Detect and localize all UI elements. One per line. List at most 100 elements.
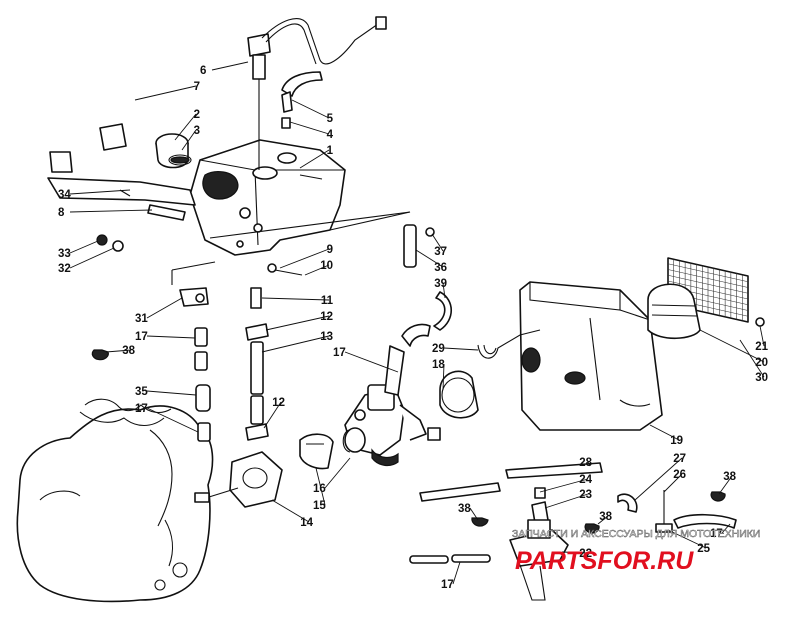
watermark-brand: PARTSFOR.RU bbox=[515, 547, 694, 575]
leader-line bbox=[443, 347, 479, 351]
leader-line bbox=[146, 407, 199, 433]
leader-line bbox=[146, 297, 183, 319]
callout-label: 26 bbox=[673, 469, 686, 481]
leader-line bbox=[415, 249, 444, 268]
leader-line bbox=[469, 507, 479, 521]
leader-line bbox=[442, 363, 445, 391]
callout-label: 20 bbox=[755, 357, 768, 369]
callout-label: 32 bbox=[58, 263, 71, 275]
leader-line bbox=[663, 473, 683, 493]
callout-label: 38 bbox=[122, 345, 135, 357]
leader-line bbox=[649, 424, 680, 441]
callout-label: 15 bbox=[313, 500, 326, 512]
level-sensor bbox=[247, 16, 387, 170]
leader-line bbox=[263, 401, 282, 429]
leader-line bbox=[304, 264, 330, 276]
leader-line bbox=[69, 247, 115, 269]
leader-lines bbox=[69, 61, 765, 585]
mesh-line bbox=[667, 280, 749, 300]
leader-line bbox=[442, 282, 446, 299]
callout-label: 17 bbox=[135, 331, 148, 343]
callout-label: 14 bbox=[300, 517, 313, 529]
callout-label: 17 bbox=[441, 579, 454, 591]
filler-cap bbox=[155, 133, 192, 169]
leader-line bbox=[271, 499, 310, 523]
leader-line bbox=[739, 339, 765, 378]
leader-line bbox=[211, 61, 249, 71]
leader-line bbox=[667, 529, 707, 549]
leader-line bbox=[146, 390, 197, 396]
callout-label: 9 bbox=[327, 244, 333, 256]
callout-label: 36 bbox=[434, 262, 447, 274]
callout-label: 4 bbox=[327, 129, 334, 141]
callout-label: 10 bbox=[320, 260, 333, 272]
callout-label: 37 bbox=[434, 246, 447, 258]
leader-line bbox=[721, 523, 731, 534]
callout-label: 38 bbox=[599, 511, 612, 523]
carburetor bbox=[342, 384, 441, 467]
engine-block bbox=[16, 398, 214, 603]
callout-label: 1 bbox=[327, 145, 334, 157]
oil-tank bbox=[189, 139, 346, 256]
leader-line bbox=[299, 149, 330, 169]
leader-line bbox=[634, 457, 683, 501]
callout-label: 8 bbox=[58, 207, 65, 219]
leader-line bbox=[718, 475, 733, 495]
leader-line bbox=[597, 515, 609, 525]
callout-label: 19 bbox=[670, 435, 683, 447]
callout-label: 21 bbox=[755, 341, 768, 353]
mesh-line bbox=[667, 274, 749, 294]
tank-bracket bbox=[47, 123, 411, 285]
callout-label: 38 bbox=[458, 503, 471, 515]
callout-label: 2 bbox=[194, 109, 200, 121]
leader-line bbox=[344, 351, 399, 373]
callout-label: 30 bbox=[755, 372, 768, 384]
callout-label: 12 bbox=[272, 397, 285, 409]
callout-label: 6 bbox=[200, 65, 206, 77]
leader-line bbox=[69, 189, 131, 195]
callout-label: 5 bbox=[327, 113, 334, 125]
callout-label: 39 bbox=[434, 278, 447, 290]
leader-line bbox=[324, 457, 351, 489]
callout-label: 38 bbox=[723, 471, 736, 483]
mesh-line bbox=[667, 263, 749, 283]
leader-line bbox=[279, 248, 330, 269]
callout-label: 27 bbox=[673, 453, 686, 465]
leader-line bbox=[69, 240, 99, 254]
leader-line bbox=[289, 121, 330, 135]
callout-label: 12 bbox=[320, 311, 333, 323]
callout-label: 24 bbox=[579, 474, 592, 486]
callout-label: 34 bbox=[58, 189, 71, 201]
leader-line bbox=[452, 561, 461, 585]
leader-line bbox=[699, 329, 765, 363]
leader-line bbox=[265, 315, 330, 331]
callout-label: 33 bbox=[58, 248, 71, 260]
leader-line bbox=[105, 349, 132, 353]
leader-line bbox=[291, 99, 330, 119]
leader-line bbox=[146, 335, 196, 339]
callout-label: 3 bbox=[194, 125, 200, 137]
callout-label: 23 bbox=[579, 489, 592, 501]
callout-label: 25 bbox=[697, 543, 710, 555]
callout-label: 29 bbox=[432, 343, 445, 355]
callout-label: 31 bbox=[135, 313, 148, 325]
watermark: ЗАПЧАСТИ И АКСЕССУАРЫ ДЛЯ МОТОТЕХНИКИ PA… bbox=[512, 528, 761, 575]
callout-label: 22 bbox=[579, 548, 592, 560]
callout-label: 11 bbox=[321, 295, 334, 307]
leader-line bbox=[69, 209, 153, 213]
callout-label: 28 bbox=[579, 457, 592, 469]
leader-line bbox=[315, 467, 326, 506]
air-silencer bbox=[519, 281, 663, 431]
leader-line bbox=[181, 129, 197, 151]
leader-line bbox=[539, 478, 589, 493]
watermark-caption: ЗАПЧАСТИ И АКСЕССУАРЫ ДЛЯ МОТОТЕХНИКИ bbox=[512, 528, 760, 540]
callout-label: 17 bbox=[135, 403, 148, 415]
leader-line bbox=[261, 297, 330, 301]
leader-line bbox=[544, 493, 589, 509]
callout-label: 16 bbox=[313, 483, 326, 495]
leader-line bbox=[561, 551, 589, 554]
callout-label: 17 bbox=[333, 347, 346, 359]
leader-line bbox=[587, 461, 591, 467]
leader-line bbox=[759, 325, 765, 347]
